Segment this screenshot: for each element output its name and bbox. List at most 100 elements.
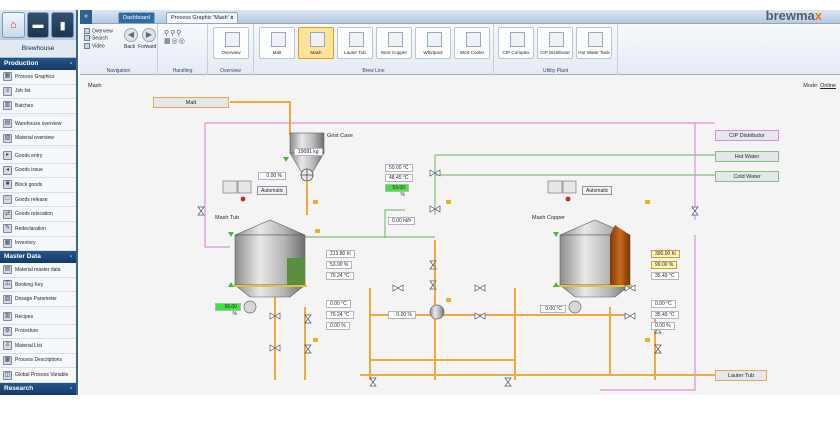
sidebar-item-recipes[interactable]: ▥Recipes — [0, 309, 76, 325]
mash-tub-outlet-2: 70.24 °C — [326, 311, 354, 319]
sidebar-item-inventory[interactable]: ▦Inventory — [0, 236, 76, 252]
utility-hot-water-tank-button[interactable]: Hot Water Tank — [576, 27, 612, 59]
brand-x: x — [814, 8, 822, 23]
mash-copper-automatic-button[interactable]: Automatic — [582, 186, 613, 195]
tab-dashboard[interactable]: Dashboard — [118, 12, 155, 23]
brew-line-lauter-tub-button[interactable]: Lauter Tub — [337, 27, 373, 59]
nav-group-master-data[interactable]: Master Data- — [0, 251, 76, 264]
mash-tub-automatic-button[interactable]: Automatic — [257, 186, 288, 195]
handling-tools-icon[interactable]: ⚲⚲⚲▦◎◎ — [164, 30, 186, 45]
mash-copper-level: 390.00 hl — [651, 250, 680, 258]
overview-nav-button[interactable]: Overview — [84, 28, 113, 35]
sidebar-item-label: Dosage Parameter — [15, 296, 57, 303]
material-icon: ▨ — [3, 133, 12, 143]
procedure-icon: ⚙ — [3, 326, 12, 336]
mash-tub-temperature: 70.24 °C — [326, 272, 354, 280]
valves — [197, 169, 699, 387]
nav-group-research[interactable]: Research- — [0, 382, 76, 395]
brew-line-mash-button[interactable]: Mash — [298, 27, 334, 59]
mash-tub-level: 213.80 hl — [326, 250, 355, 258]
brewhouse-app-icon[interactable]: ⌂ — [2, 12, 25, 38]
goods-issue-icon: ◂ — [3, 165, 12, 175]
sidebar-item-label: Redeclaration — [15, 225, 46, 232]
sidebar-item-material-list[interactable]: ≡Material List — [0, 339, 76, 354]
utility-cip-distributor-button[interactable]: CIP Distributor — [537, 27, 573, 59]
sidebar-item-dosage-parameter[interactable]: ▧Dosage Parameter — [0, 292, 76, 307]
center-percent: 53.00 % — [385, 184, 409, 198]
sidebar-item-batches[interactable]: ▥Batches — [0, 99, 76, 114]
grist-case-weight: 19081 kg — [294, 148, 323, 156]
cip-distributor-tag[interactable]: CIP Distributor — [715, 130, 779, 141]
sidebar-item-material-overview[interactable]: ▨Material overview — [0, 131, 76, 146]
sidebar-item-process-graphics[interactable]: ▦Process Graphics — [0, 70, 76, 85]
piping-diagram — [197, 101, 715, 391]
sidebar-item-procedure[interactable]: ⚙Procedure — [0, 324, 76, 340]
mash-tub-feed-value: 0.00 % — [258, 172, 286, 180]
brew-line-wort-copper-button[interactable]: Wort Copper — [376, 27, 412, 59]
tank-app-icon[interactable]: ▮ — [51, 12, 75, 38]
sidebar-item-process-descriptions[interactable]: ▦Process Descriptions — [0, 353, 76, 369]
sidebar-item-label: Batches — [15, 102, 34, 109]
redeclaration-icon: ✎ — [3, 224, 12, 234]
sidebar-item-redeclaration[interactable]: ✎Redeclaration — [0, 221, 76, 237]
mash-copper-temperature: 35.49 °C — [651, 272, 679, 280]
hot-water-tag[interactable]: Hot Water — [715, 151, 779, 162]
tab-process-graphic-mash[interactable]: Process Graphic 'Mash' x — [166, 12, 239, 23]
collapse-sidebar-icon[interactable]: « — [80, 10, 92, 24]
brew-line-malt-button[interactable]: Malt — [259, 27, 295, 59]
malt-tag[interactable]: Malt — [153, 97, 229, 108]
ribbon-group-label: Navigation — [106, 68, 131, 74]
overview-grid-button[interactable]: Overview — [213, 27, 249, 59]
utility-cip-complex-button[interactable]: CIP Complex — [498, 27, 534, 59]
document-tab-bar: « Dashboard Process Graphic 'Mash' x bre… — [80, 8, 840, 24]
ribbon-group-utility-plant: CIP Complex CIP Distributor Hot Water Ta… — [494, 24, 618, 75]
sidebar-item-label: Job list — [15, 88, 31, 95]
mash-tub-motor-speed: 56.00 % — [215, 303, 241, 317]
video-icon — [84, 42, 90, 49]
video-button[interactable]: Video — [84, 42, 113, 50]
mash-copper-outlet-1: 0.00 °C — [651, 300, 676, 308]
sidebar-item-goods-relocation[interactable]: ⇄Goods relocation — [0, 207, 76, 222]
search-button[interactable]: Search — [84, 35, 113, 42]
ribbon-group-label: Brew Line — [362, 68, 385, 74]
brew-line-whirlpool-button[interactable]: Whirlpool — [415, 27, 451, 59]
ribbon-group-label: Utility Plant — [542, 68, 568, 74]
center-flow: 0.00 hl/h — [388, 217, 416, 225]
toolbar-app-icon[interactable]: ▬ — [26, 12, 50, 38]
sidebar-item-goods-issue[interactable]: ◂Goods issue — [0, 163, 76, 179]
tab-label: Dashboard — [123, 15, 150, 21]
mash-tub-label: Mash Tub — [215, 215, 240, 221]
center-mid-percent: 0.00 % — [388, 311, 416, 319]
mode-label: Mode: — [803, 83, 819, 89]
ribbon: Overview Search Video ◀ ▶ Back Forward N… — [80, 24, 840, 75]
ribbon-group-brew-line: Malt Mash Lauter Tub Wort Copper Whirlpo… — [254, 24, 494, 75]
sidebar-item-booking-key[interactable]: ⚿Booking Key — [0, 277, 76, 293]
sidebar-item-label: Material overview — [15, 135, 54, 142]
center-temp-2: 48.45 °C — [385, 174, 413, 182]
sidebar-item-label: Material List — [15, 342, 42, 349]
sidebar-item-goods-entry[interactable]: ▸Goods entry — [0, 148, 76, 164]
cold-water-tag[interactable]: Cold Water — [715, 171, 779, 182]
sidebar-item-material-master-data[interactable]: ▤Material master data — [0, 263, 76, 278]
nav-group-production[interactable]: Production- — [0, 58, 76, 70]
global-variable-icon: ◫ — [3, 370, 12, 380]
close-tab-icon[interactable]: x — [230, 15, 234, 21]
lauter-tub-tag[interactable]: Lauter Tub — [715, 370, 767, 381]
block-goods-icon: ■ — [3, 180, 12, 190]
goods-relocation-icon: ⇄ — [3, 209, 12, 219]
utility-hot-water-label: Hot Water Tank — [578, 50, 610, 55]
back-button[interactable]: ◀ — [124, 28, 138, 42]
sidebar-item-global-process-variable[interactable]: ◫Global Process Variable — [0, 368, 76, 383]
sidebar-item-goods-release[interactable]: □Goods release — [0, 192, 76, 208]
forward-button[interactable]: ▶ — [142, 28, 156, 42]
sidebar-item-job-list[interactable]: ≡Job list — [0, 84, 76, 100]
brew-line-wort-cooler-button[interactable]: Wort Cooler — [454, 27, 490, 59]
mode-indicator: Mode: Online — [803, 83, 836, 89]
brew-line-wort-cooler-label: Wort Cooler — [459, 50, 485, 55]
mash-copper-label: Mash Copper — [532, 215, 566, 221]
sidebar-item-block-goods[interactable]: ■Block goods — [0, 178, 76, 193]
control-panels — [222, 180, 577, 202]
mode-value[interactable]: Online — [820, 83, 836, 89]
sidebar-item-warehouse-overview[interactable]: ▤Warehouse overview — [0, 116, 76, 132]
mash-copper-motor-value: 0.00 °C — [540, 305, 566, 313]
